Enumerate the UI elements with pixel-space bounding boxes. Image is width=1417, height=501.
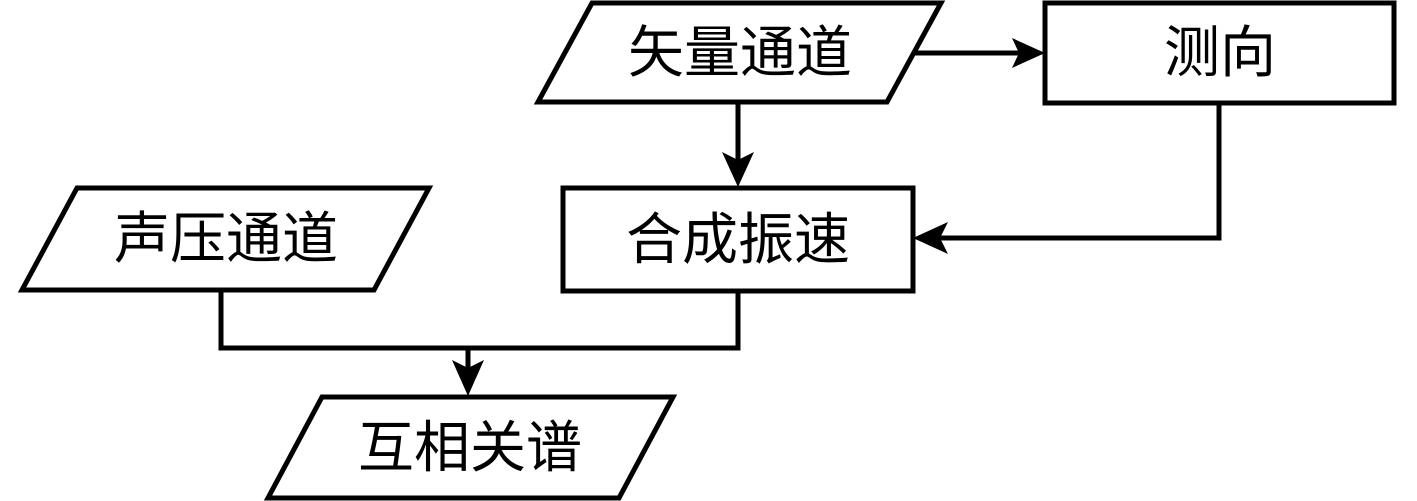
edge-line-merge-bar bbox=[218, 290, 741, 351]
edge-vector-to-velocity bbox=[722, 100, 754, 187]
node-sound-pressure-channel[interactable]: 声压通道 bbox=[17, 185, 434, 293]
arrowhead-down-synthesized-velocity bbox=[722, 152, 754, 187]
direction-finding-shape[interactable] bbox=[1042, 0, 1397, 106]
edge-merge-to-spectrum bbox=[218, 290, 741, 396]
vector-channel-shape[interactable] bbox=[533, 0, 946, 105]
synthesized-velocity-label: 合成振速 bbox=[626, 210, 850, 272]
arrowhead-right-direction-finding bbox=[1012, 38, 1045, 68]
arrowhead-left-synthesized-velocity bbox=[913, 222, 948, 254]
vector-channel-label: 矢量通道 bbox=[628, 23, 852, 85]
edge-direction-to-velocity bbox=[913, 103, 1222, 254]
node-synthesized-velocity[interactable]: 合成振速 bbox=[560, 185, 916, 294]
arrowhead-down-cross-correlation-spectrum bbox=[452, 360, 484, 396]
node-direction-finding[interactable]: 测向 bbox=[1042, 0, 1397, 106]
sound-pressure-channel-shape[interactable] bbox=[17, 185, 434, 293]
edge-line-direction-to-velocity bbox=[932, 103, 1222, 241]
cross-correlation-spectrum-label: 互相关谱 bbox=[358, 418, 582, 480]
sound-pressure-channel-label: 声压通道 bbox=[114, 209, 338, 271]
node-cross-correlation-spectrum[interactable]: 互相关谱 bbox=[263, 394, 678, 501]
cross-correlation-spectrum-shape[interactable] bbox=[263, 394, 678, 501]
edge-vector-to-direction bbox=[913, 38, 1045, 68]
direction-finding-label: 测向 bbox=[1164, 23, 1276, 85]
synthesized-velocity-shape[interactable] bbox=[560, 185, 916, 294]
node-vector-channel[interactable]: 矢量通道 bbox=[533, 0, 946, 105]
